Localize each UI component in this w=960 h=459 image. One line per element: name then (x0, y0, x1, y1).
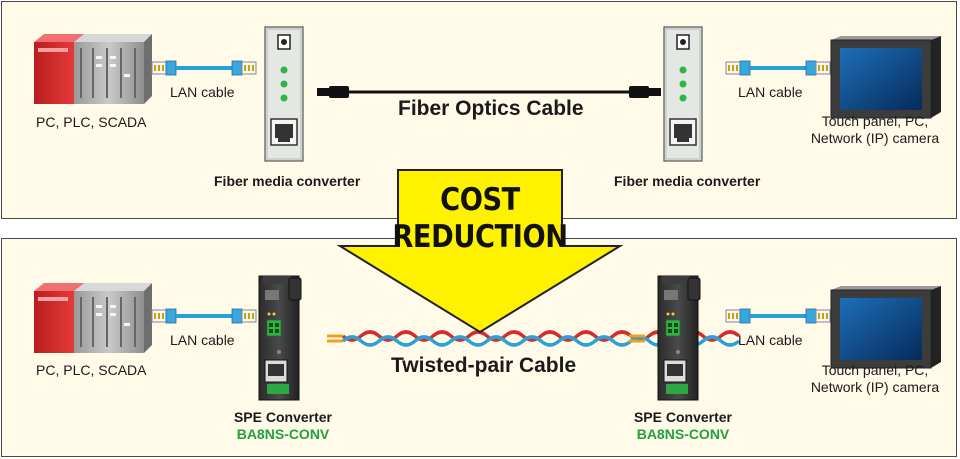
cost-reduction-line2: REDUCTION (392, 219, 568, 255)
cost-reduction-line1: COST (440, 182, 520, 218)
lan-cable-left-top-label: LAN cable (170, 84, 235, 100)
spe-converter-left-label: SPE Converter (233, 409, 333, 425)
lan-cable-left-bottom-icon (150, 307, 258, 325)
touch-panel-top-label-1: Touch panel, PC, (821, 113, 929, 129)
spe-converter-right-label: SPE Converter (633, 409, 733, 425)
plc-left-bottom-icon (34, 283, 152, 353)
fiber-converter-right-label: Fiber media converter (614, 173, 761, 189)
lan-cable-right-top-label: LAN cable (738, 84, 803, 100)
touch-panel-bottom-icon (830, 285, 942, 369)
spe-converter-left-model: BA8NS-CONV (236, 426, 330, 442)
cost-reduction-arrow (336, 169, 624, 334)
touch-panel-top-icon (830, 35, 942, 119)
lan-cable-right-bottom-label: LAN cable (738, 332, 803, 348)
touch-panel-bottom-label-1: Touch panel, PC, (821, 362, 929, 378)
lan-cable-right-top-icon (724, 59, 832, 77)
spe-converter-right-model: BA8NS-CONV (636, 426, 730, 442)
twisted-pair-cable-label: Twisted-pair Cable (391, 354, 577, 377)
fiber-converter-right-icon (663, 26, 703, 162)
fiber-cable-line (317, 86, 661, 98)
cost-reduction-text: COST REDUCTION (392, 182, 568, 256)
fiber-converter-left-label: Fiber media converter (214, 173, 361, 189)
lan-cable-left-top-icon (150, 59, 258, 77)
plc-left-top-label: PC, PLC, SCADA (36, 114, 147, 130)
lan-cable-left-bottom-label: LAN cable (170, 332, 235, 348)
fiber-cable-label: Fiber Optics Cable (398, 97, 584, 120)
touch-panel-bottom-label-2: Network (IP) camera (810, 379, 940, 395)
spe-converter-left-icon (258, 275, 302, 401)
plc-left-bottom-label: PC, PLC, SCADA (36, 362, 147, 378)
plc-left-top-icon (34, 34, 152, 104)
lan-cable-right-bottom-icon (724, 307, 832, 325)
fiber-converter-left-icon (264, 26, 304, 162)
spe-converter-right-icon (657, 275, 701, 401)
touch-panel-top-label-2: Network (IP) camera (810, 130, 940, 146)
